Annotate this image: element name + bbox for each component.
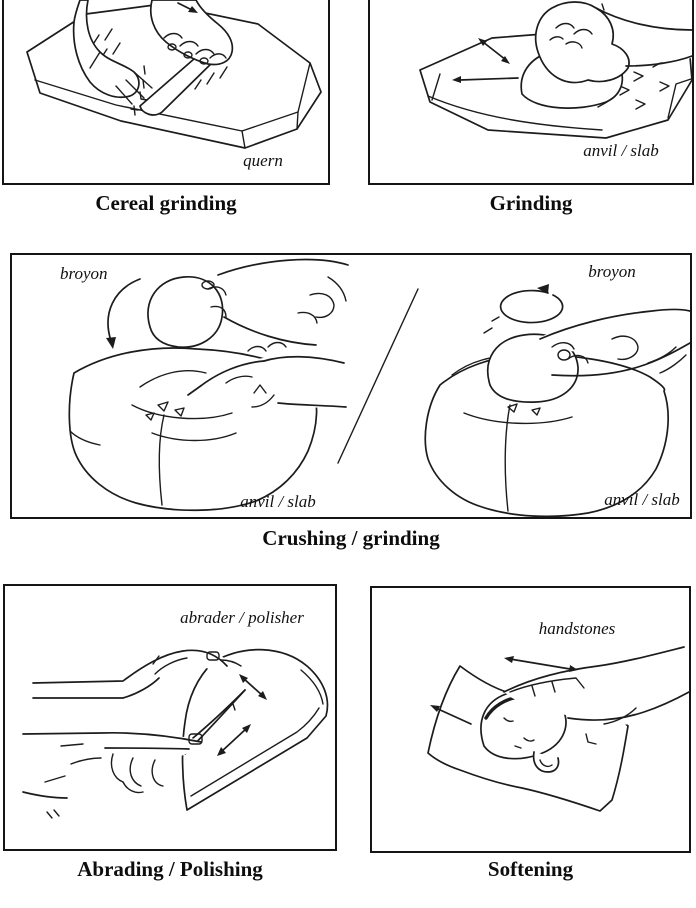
tool-label-handstones: handstones	[539, 619, 616, 638]
tool-label-anvil-slab: anvil / slab	[583, 141, 659, 160]
tool-label-anvil-right: anvil / slab	[604, 490, 680, 509]
caption-grinding: Grinding	[489, 191, 573, 215]
panel-crushing-grinding: broyon anvil / slab	[10, 253, 692, 519]
strike-arrow	[106, 278, 141, 349]
caption-crushing-grinding: Crushing / grinding	[262, 526, 440, 550]
impact-ripples-left	[131, 370, 237, 442]
gripping-hand	[534, 1, 692, 84]
tool-label-broyon-left: broyon	[60, 264, 108, 283]
diagonal-separator	[337, 288, 419, 464]
caption-softening: Softening	[487, 857, 574, 881]
tool-label-broyon-right: broyon	[588, 262, 636, 281]
grinding-illustration: anvil / slab	[419, 1, 692, 160]
crushing-grinding-illustration: broyon anvil / slab	[60, 258, 690, 517]
abrader-block	[181, 648, 329, 811]
panel-abrading-polishing: abrader / polisher	[3, 584, 337, 851]
debris-right	[507, 403, 541, 416]
broyon-stone-left	[147, 276, 224, 349]
holding-hand-left	[201, 258, 349, 349]
resting-hand-right	[532, 308, 690, 377]
softening-illustration: handstones	[427, 619, 689, 812]
motion-arrows	[217, 674, 267, 756]
lower-hand	[22, 729, 203, 819]
motion-arrow	[177, 2, 198, 13]
abrading-polishing-illustration: abrader / polisher	[22, 608, 329, 819]
tool-label-anvil-left: anvil / slab	[240, 492, 316, 511]
upper-hand	[32, 646, 242, 704]
caption-cereal-grinding: Cereal grinding	[95, 191, 237, 215]
debris-left	[145, 401, 185, 421]
cereal-grinding-illustration: quern	[26, 0, 322, 170]
motion-arrows	[430, 656, 578, 725]
motion-arrows	[452, 38, 519, 83]
tool-label-abrader-polisher: abrader / polisher	[180, 608, 304, 627]
rotation-arrow	[499, 284, 564, 324]
panel-grinding: anvil / slab	[368, 0, 694, 185]
broyon-stone-right	[483, 316, 579, 403]
caption-abrading-polishing: Abrading / Polishing	[77, 857, 263, 881]
tool-label-quern: quern	[243, 151, 283, 170]
right-hand	[149, 0, 234, 66]
holding-hand	[503, 646, 689, 773]
pointing-hand-left	[187, 341, 348, 411]
panel-softening: handstones	[370, 586, 691, 853]
anvil-slab-right	[424, 353, 669, 517]
panel-cereal-grinding: quern	[2, 0, 330, 185]
